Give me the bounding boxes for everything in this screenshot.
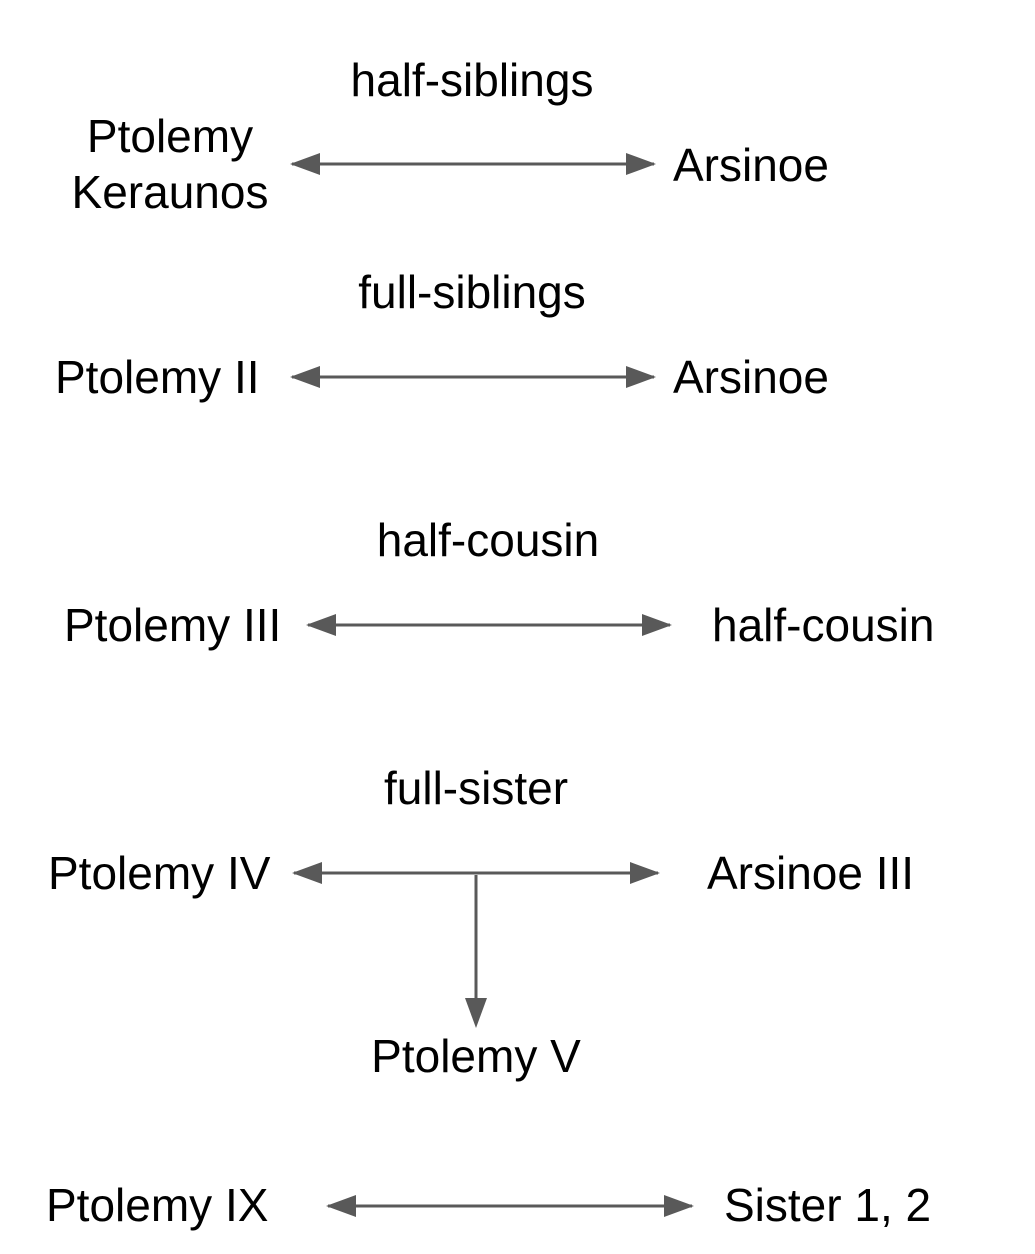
arrowhead-right (630, 862, 660, 884)
relation-label-half-siblings: half-siblings (350, 54, 594, 106)
relation-label-full-sister: full-sister (383, 762, 569, 814)
relation-label-full-siblings: full-siblings (358, 266, 586, 318)
person-arsinoe: Arsinoe (673, 139, 829, 191)
arrowhead-right (626, 153, 656, 175)
person-ptolemy-ii: Ptolemy II (55, 351, 260, 403)
person-half-cousin: half-cousin (712, 599, 935, 651)
relation-label-half-cousin: half-cousin (376, 514, 600, 566)
arrowhead-right (664, 1195, 694, 1217)
person-ptolemy-iv: Ptolemy IV (48, 847, 271, 899)
person-ptolemy-keraunos: Ptolemy Keraunos (40, 108, 300, 220)
person-name-line-2: Keraunos (71, 166, 269, 218)
person-name-line-1: Ptolemy (86, 110, 254, 162)
arrowhead-down (465, 998, 487, 1028)
arrowhead-left (290, 366, 320, 388)
arrowhead-left (326, 1195, 356, 1217)
person-ptolemy-iii: Ptolemy III (64, 599, 282, 651)
person-arsinoe-iii: Arsinoe III (707, 847, 915, 899)
arrowhead-left (306, 614, 336, 636)
person-ptolemy-ix: Ptolemy IX (46, 1179, 269, 1231)
arrowhead-left (292, 862, 322, 884)
person-ptolemy-v: Ptolemy V (371, 1030, 581, 1082)
arrowhead-right (626, 366, 656, 388)
arrowhead-left (290, 153, 320, 175)
person-sister-1-2: Sister 1, 2 (724, 1179, 932, 1231)
arrowhead-right (642, 614, 672, 636)
person-arsinoe-2: Arsinoe (673, 351, 829, 403)
